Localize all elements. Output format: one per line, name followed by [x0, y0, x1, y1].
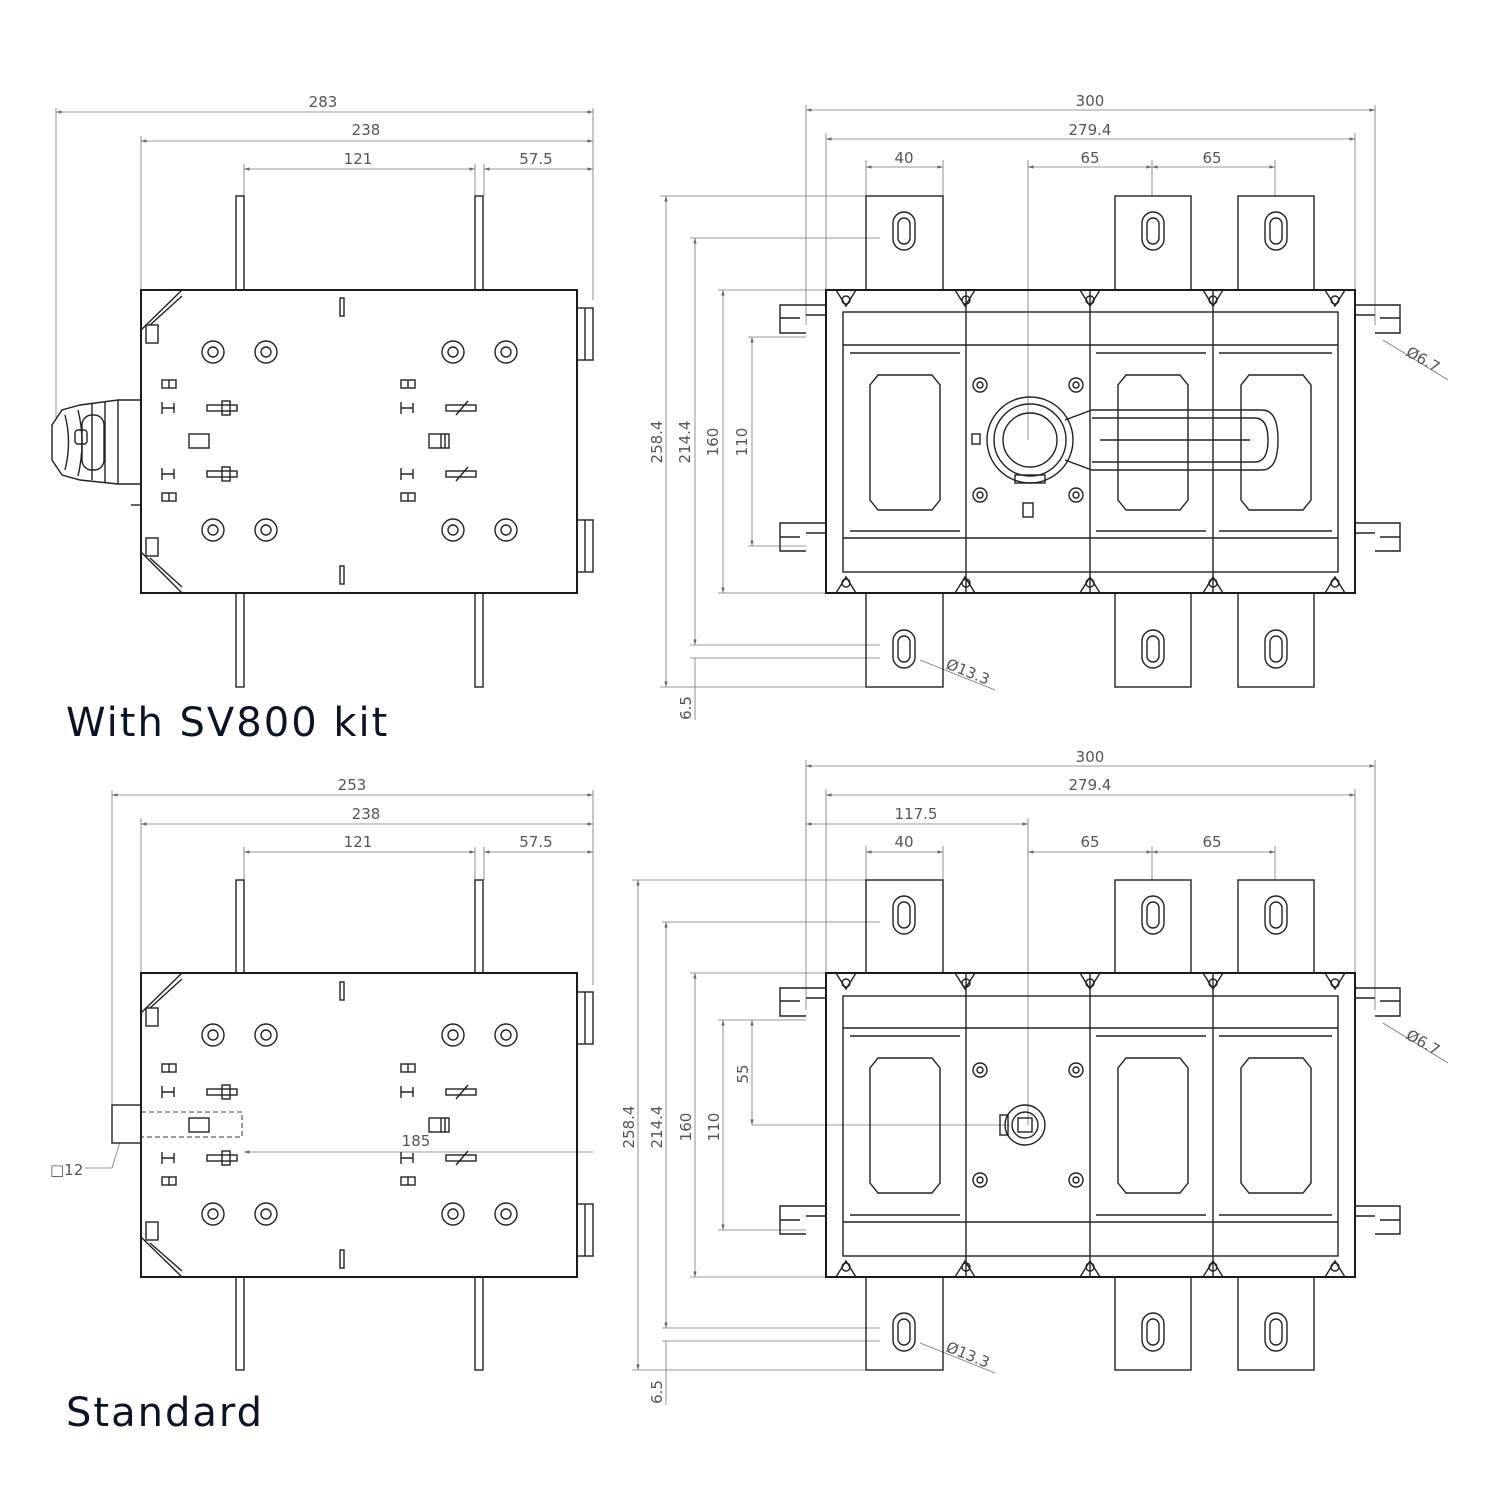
dim-55: 55: [734, 1064, 752, 1083]
side-view-standard: 253 238 121 57.5 185 □12: [50, 776, 594, 1371]
front-view-sv800: 300 279.4 40 65 65 258.4 214.4 160 110 6…: [648, 92, 1449, 720]
dim-160-std: 160: [677, 1113, 695, 1142]
dim-253: 253: [338, 776, 367, 794]
dim-214-4-std: 214.4: [648, 1106, 666, 1149]
terminals-bottom: [865, 592, 1315, 688]
dim-214-4: 214.4: [676, 421, 694, 464]
dim-6-5: 6.5: [677, 696, 695, 720]
dim-117-5: 117.5: [895, 805, 938, 823]
dim-300: 300: [1076, 92, 1105, 110]
front-view-sv800-dimensions: 300 279.4 40 65 65 258.4 214.4 160 110 6…: [648, 92, 1449, 720]
dim-65-b: 65: [1202, 149, 1221, 167]
dim-6-5-std: 6.5: [648, 1380, 666, 1404]
dim-121-std: 121: [344, 833, 373, 851]
dim-hole-13-3-std: Ø13.3: [944, 1338, 993, 1372]
dim-40: 40: [894, 149, 913, 167]
dim-238: 238: [352, 121, 381, 139]
dim-238-std: 238: [352, 805, 381, 823]
dim-65-std-a: 65: [1080, 833, 1099, 851]
front-view-standard-dimensions: 300 279.4 117.5 40 65 65 258.4 214.4: [620, 748, 1449, 1405]
dim-283: 283: [309, 93, 338, 111]
switch-body-side: [140, 289, 578, 594]
dim-square-12: □12: [50, 1161, 83, 1179]
shaft-square-icon: [111, 1104, 243, 1144]
switch-body-side-standard: [140, 972, 578, 1278]
rotary-handle-icon: [986, 396, 1279, 484]
dim-57-5: 57.5: [519, 150, 552, 168]
terminals-bottom-standard: [865, 1276, 1315, 1371]
dim-279-4-std: 279.4: [1069, 776, 1112, 794]
dim-hole-6-7: Ø6.7: [1403, 343, 1443, 376]
front-view-standard: 300 279.4 117.5 40 65 65 258.4 214.4: [620, 748, 1449, 1405]
label-standard: Standard: [66, 1390, 264, 1436]
side-view-sv800: 283 238 121 57.5: [51, 93, 594, 688]
dim-65-a: 65: [1080, 149, 1099, 167]
dim-hole-6-7-std: Ø6.7: [1403, 1026, 1443, 1059]
side-view-sv800-screws: [201, 340, 518, 542]
dim-300-std: 300: [1076, 748, 1105, 766]
shaft-coupling-icon: [999, 1104, 1046, 1146]
side-view-standard-dimensions: 253 238 121 57.5 185 □12: [50, 776, 594, 1179]
dim-hole-13-3: Ø13.3: [944, 655, 993, 689]
terminals-top-standard: [865, 879, 1315, 974]
dim-57-5-std: 57.5: [519, 833, 552, 851]
terminals-top: [865, 195, 1315, 291]
dim-110: 110: [733, 428, 751, 457]
dim-258-4: 258.4: [648, 421, 666, 464]
dim-258-4-std: 258.4: [620, 1106, 638, 1149]
sv800-handle-icon: [51, 399, 141, 506]
dim-110-std: 110: [705, 1113, 723, 1142]
side-view-sv800-dimensions: 283 238 121 57.5: [55, 93, 594, 420]
dim-185: 185: [402, 1132, 431, 1150]
dim-121: 121: [344, 150, 373, 168]
side-view-standard-screws: [201, 1023, 518, 1226]
dim-65-std-b: 65: [1202, 833, 1221, 851]
dim-40-std: 40: [894, 833, 913, 851]
dim-279-4: 279.4: [1069, 121, 1112, 139]
dim-160: 160: [704, 428, 722, 457]
label-with-sv800-kit: With SV800 kit: [66, 700, 389, 746]
